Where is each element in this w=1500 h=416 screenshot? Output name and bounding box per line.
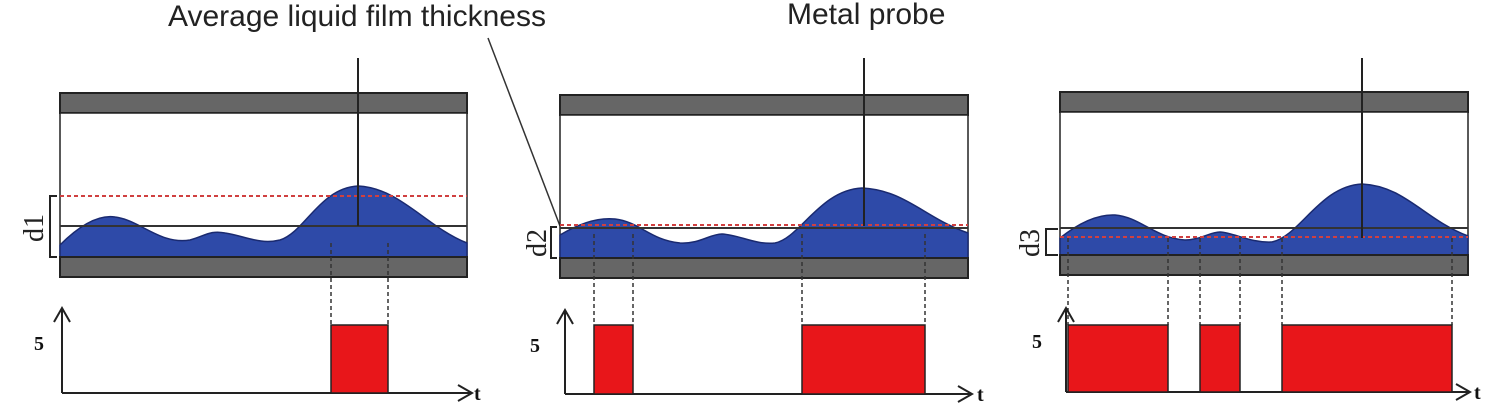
y-axis-arrowhead [53,305,71,323]
pipe-bottom-wall [559,257,969,279]
liquid-film [559,187,969,259]
panel-2: d2 5 t [522,58,984,406]
thickness-bracket [1045,228,1058,256]
pipe-top-wall [1059,91,1469,113]
x-axis-arrowhead [957,385,975,403]
y-tick-label: 5 [530,335,540,357]
probe-label: Metal probe [787,0,945,31]
signal-pulse [1281,324,1453,393]
x-axis-label: t [1474,382,1481,404]
y-axis-arrowhead [556,307,574,325]
signal-pulse [1199,324,1241,393]
thickness-bracket [49,195,57,258]
x-axis-label: t [474,383,481,405]
pipe-bottom-wall [1059,254,1469,276]
signal-pulse [801,324,926,395]
signal-pulse [1067,324,1169,393]
x-axis-arrowhead [457,384,475,402]
y-tick-label: 5 [1032,331,1042,353]
thickness-bracket [550,226,557,259]
y-axis-arrowhead [1057,305,1075,323]
panel-1: d1 5 t [19,58,481,405]
avg-film-leader-line [487,37,561,227]
pipe-bottom-wall [59,256,468,278]
x-axis-arrowhead [1455,383,1473,401]
thickness-label: d1 [19,214,50,242]
liquid-film [59,185,468,258]
y-tick-label: 5 [34,333,44,355]
signal-pulse [593,324,634,395]
thickness-label: d3 [1015,229,1046,257]
panel-3: d3 5 t [1015,58,1481,404]
thickness-label: d2 [522,229,553,257]
avg-film-label: Average liquid film thickness [168,0,546,33]
signal-pulse [330,324,389,394]
x-axis-label: t [977,384,984,406]
pipe-top-wall [59,92,468,114]
pipe-top-wall [559,94,969,116]
